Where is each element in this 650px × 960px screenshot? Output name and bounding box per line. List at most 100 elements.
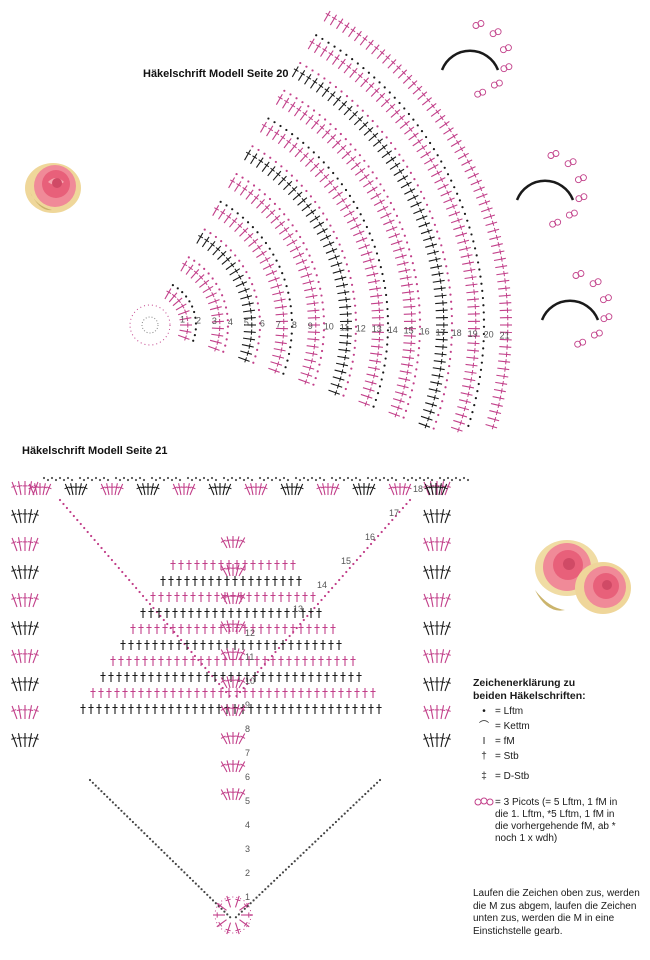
stitch-mark (429, 649, 434, 664)
chain-dot (287, 865, 290, 868)
stitch-mark (504, 278, 506, 284)
chain-dot (242, 686, 245, 690)
chain-dot (183, 871, 186, 874)
stitch-mark (423, 737, 429, 740)
stitch-mark (303, 153, 308, 158)
stitch-mark (32, 565, 39, 580)
stitch-mark (328, 255, 340, 261)
chain-dot (356, 104, 359, 107)
chain-dot (345, 53, 348, 56)
stitch-mark (463, 406, 467, 412)
stitch-mark (325, 248, 338, 254)
chain-dot (177, 865, 180, 868)
stitch-mark (288, 101, 296, 113)
stitch-mark (450, 218, 463, 224)
chain-dot (398, 221, 401, 224)
stitch-mark (281, 177, 286, 182)
chain-dot (96, 542, 100, 546)
stitch-mark (322, 228, 326, 234)
chain-dot (358, 798, 361, 801)
stitch-mark (33, 653, 39, 656)
stitch-mark (355, 223, 359, 229)
chain-dot (221, 686, 224, 690)
chain-dot (414, 478, 418, 482)
stitch-mark (16, 569, 23, 572)
chain-dot (349, 143, 352, 146)
stitch-mark (235, 648, 240, 661)
stitch-mark (305, 114, 314, 125)
stitch-mark (316, 483, 323, 496)
stitch-mark (286, 182, 292, 187)
stitch-mark (444, 509, 451, 524)
stitch-mark (280, 135, 286, 140)
stitch-mark (445, 569, 451, 572)
chain-dot (260, 236, 263, 239)
stitch-mark (226, 788, 231, 801)
chain-dot (356, 62, 359, 65)
chain-dot (311, 69, 314, 72)
stitch-mark (238, 677, 246, 689)
chain-dot (276, 876, 279, 880)
stitch-mark (459, 224, 463, 230)
stitch-mark (429, 621, 434, 636)
stitch-mark (28, 593, 33, 608)
stitch-mark (405, 483, 412, 496)
stitch-mark (287, 233, 292, 239)
stitch-mark (431, 402, 434, 408)
stitch-mark (440, 733, 445, 748)
stitch-mark (416, 201, 420, 207)
chain-dot (340, 90, 343, 93)
stitch-mark (42, 483, 46, 496)
chain-dot (386, 343, 389, 346)
chain-dot (114, 476, 118, 480)
chain-dot (378, 81, 381, 84)
stitch-mark (313, 221, 325, 229)
row-number: 12 (245, 628, 255, 638)
stitch-mark (209, 339, 222, 344)
chain-dot (466, 219, 469, 222)
chain-dot (322, 329, 326, 332)
stitch-mark (428, 709, 435, 712)
stitch-mark (403, 342, 416, 345)
chain-dot (194, 476, 198, 480)
picot (554, 218, 562, 226)
chain-dot (257, 308, 261, 312)
chain-dot (369, 542, 373, 546)
chain-dot (54, 478, 58, 482)
chain-dot (249, 902, 252, 905)
stitch-mark (423, 709, 429, 712)
stitch-mark (430, 108, 442, 117)
chain-dot (383, 86, 386, 89)
chain-dot (264, 888, 267, 891)
chain-dot (381, 272, 384, 276)
stitch-mark (211, 320, 224, 323)
stitch-mark (424, 486, 430, 490)
chain-dot (367, 165, 370, 168)
chain-dot (378, 478, 382, 482)
chain-dot (302, 242, 305, 245)
stitch-mark (291, 239, 296, 245)
stitch-mark (402, 483, 406, 496)
stitch-mark (408, 127, 413, 132)
stitch-mark (309, 215, 321, 223)
stitch-mark (428, 486, 435, 489)
chain-dot (285, 638, 288, 642)
chain-dot (294, 476, 298, 480)
stitch-mark (32, 593, 39, 608)
chain-dot (442, 393, 446, 396)
chain-dot (407, 402, 410, 406)
stitch-mark (298, 378, 310, 384)
chain-dot (207, 670, 210, 674)
chain-dot (393, 96, 396, 99)
stitch-mark (336, 18, 344, 30)
stitch-mark (258, 159, 264, 164)
chain-dot (238, 259, 241, 262)
stitch-mark (11, 593, 18, 608)
stitch-mark (401, 486, 408, 489)
chain-dot (90, 478, 94, 482)
chain-dot (415, 368, 418, 371)
chain-dot (340, 815, 343, 818)
chain-dot (278, 265, 281, 268)
stitch-mark (489, 410, 502, 415)
stitch-mark (443, 197, 455, 204)
